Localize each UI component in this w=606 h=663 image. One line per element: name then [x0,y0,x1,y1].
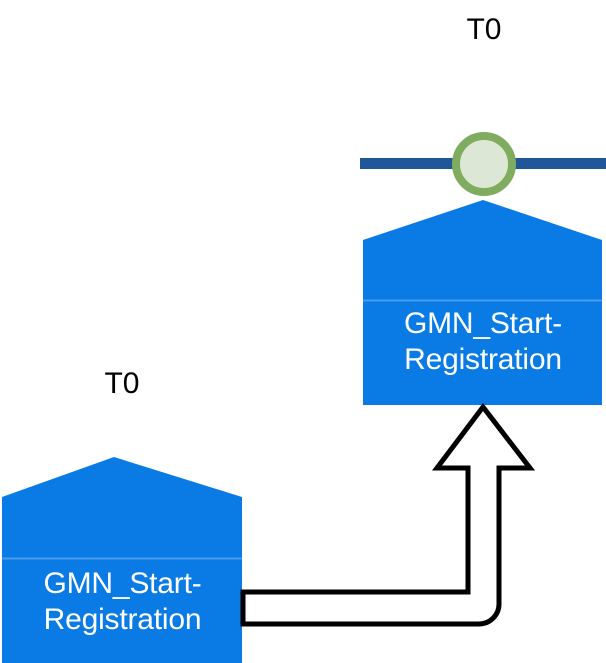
flow-arrow[interactable] [240,402,536,627]
event-circle[interactable] [452,132,516,196]
flow-arrow-outline[interactable] [240,402,536,627]
node-bottom-body[interactable] [2,457,242,663]
node-bottom-shape[interactable] [2,457,242,663]
node-top-body[interactable] [363,200,602,405]
event-circle-marker[interactable] [452,132,516,196]
time-label-top: T0 [466,13,502,46]
node-top-shape[interactable] [363,200,602,405]
time-label-bottom: T0 [104,367,140,400]
